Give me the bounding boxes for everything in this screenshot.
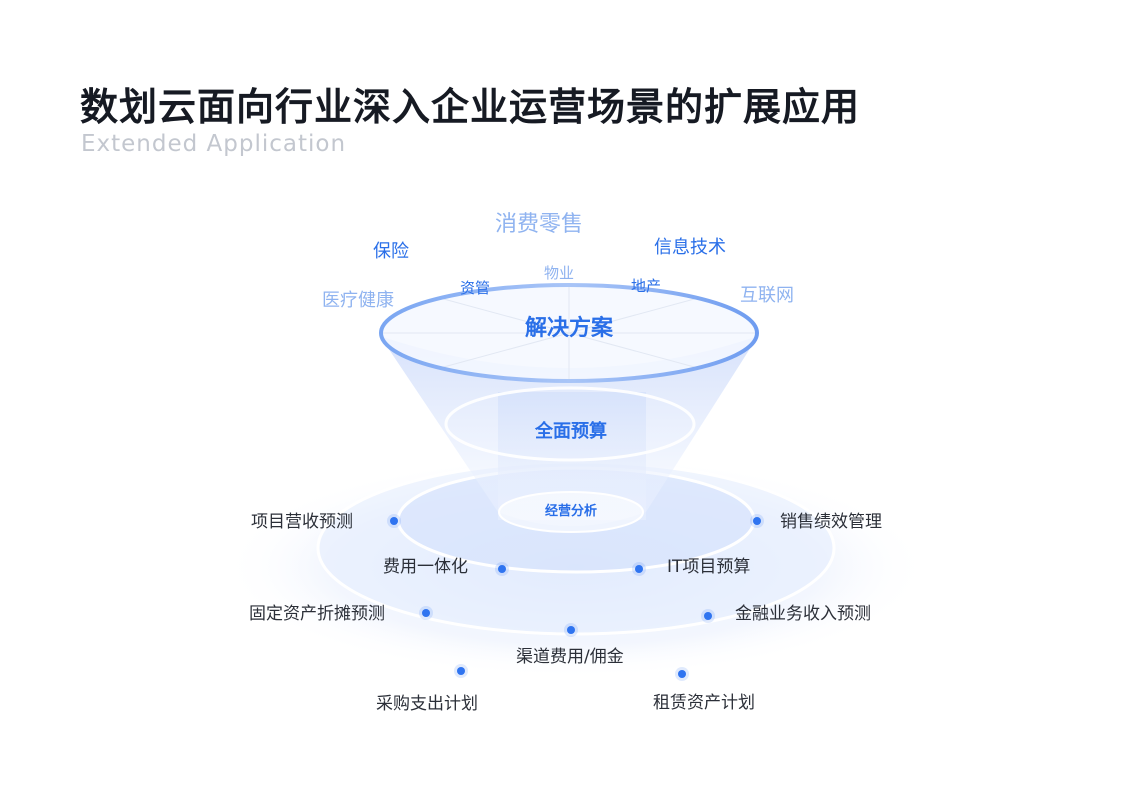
scenario-dot	[422, 609, 430, 617]
scenario-project-revenue: 项目营收预测	[251, 512, 353, 532]
core-solution: 解决方案	[524, 316, 614, 341]
scenario-procurement: 采购支出计划	[376, 694, 478, 714]
industry-real-estate: 地产	[631, 277, 662, 295]
funnel-cone	[380, 336, 758, 533]
industry-assets: 资管	[460, 279, 491, 297]
scenario-dot	[390, 517, 398, 525]
page-title: 数划云面向行业深入企业运营场景的扩展应用	[80, 85, 861, 129]
scenario-sales-performance: 销售绩效管理	[780, 512, 882, 532]
scenario-dot	[457, 667, 465, 675]
scenario-it-project-budget: IT项目预算	[667, 557, 751, 577]
scenario-financial-income: 金融业务收入预测	[735, 604, 871, 624]
industry-property-mgmt: 物业	[544, 264, 575, 282]
scenario-expense-integration: 费用一体化	[383, 557, 468, 577]
industry-it: 信息技术	[654, 237, 726, 258]
scenario-dot	[498, 565, 506, 573]
scenario-lease-asset: 租赁资产计划	[653, 693, 755, 713]
scenario-dot	[635, 565, 643, 573]
industry-healthcare: 医疗健康	[322, 290, 394, 311]
funnel-top-ring	[379, 283, 759, 383]
scenario-channel-expense: 渠道费用/佣金	[516, 647, 624, 667]
industry-internet: 互联网	[740, 285, 794, 306]
scenario-dot	[753, 517, 761, 525]
scenario-fixed-asset: 固定资产折摊预测	[249, 604, 385, 624]
industry-retail: 消费零售	[495, 212, 584, 237]
scenario-dot	[567, 626, 575, 634]
core-analysis: 经营分析	[544, 504, 598, 519]
industry-insurance: 保险	[373, 241, 409, 262]
page-subtitle: Extended Application	[81, 131, 347, 157]
scenario-dot	[704, 612, 712, 620]
core-budget: 全面预算	[535, 421, 607, 442]
scenario-dot	[678, 670, 686, 678]
